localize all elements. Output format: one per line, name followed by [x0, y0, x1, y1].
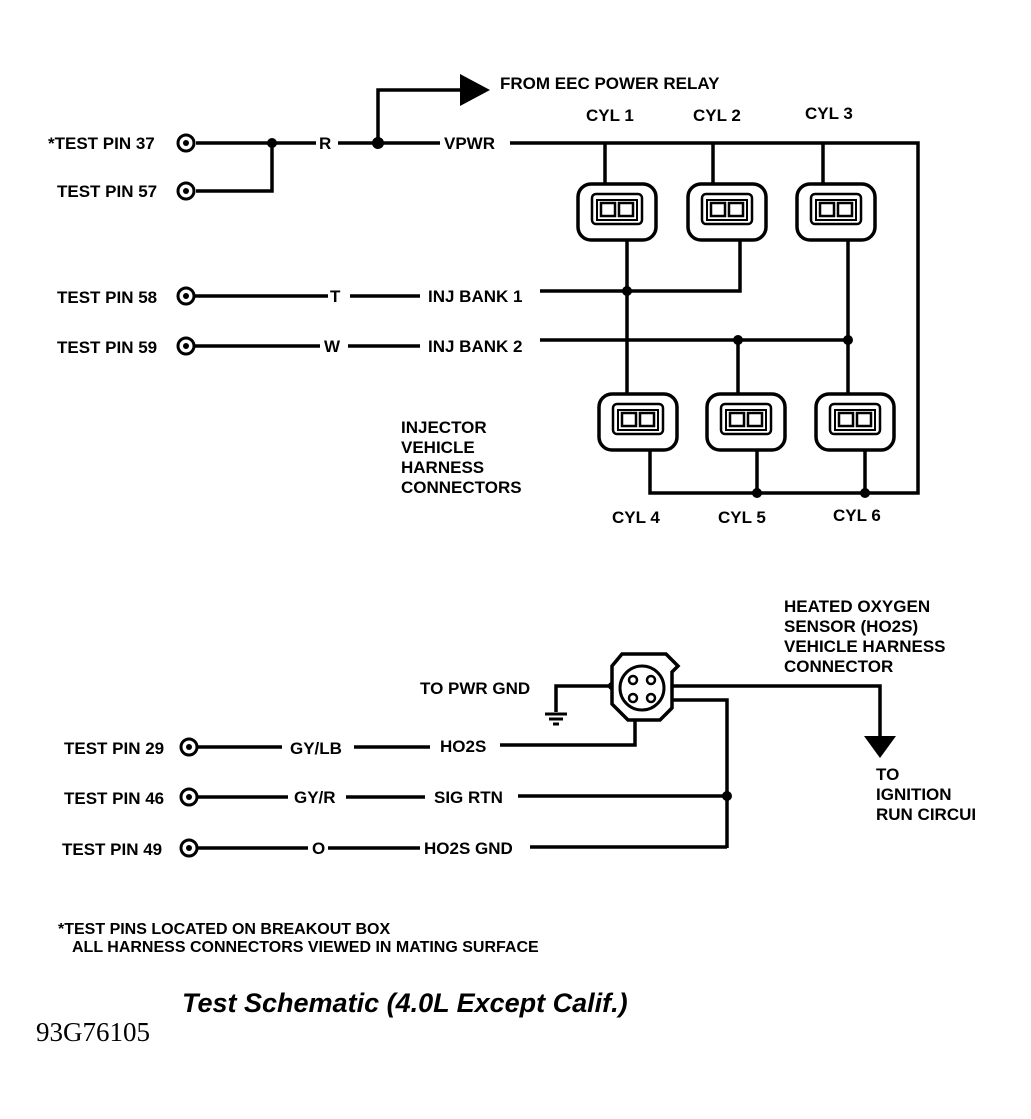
note-line2: ALL HARNESS CONNECTORS VIEWED IN MATING …: [72, 939, 539, 956]
injector-label-line2: VEHICLE: [401, 438, 475, 457]
sensor-label-line3: VEHICLE HARNESS: [784, 637, 946, 656]
cyl-5-label: CYL 5: [718, 508, 766, 527]
wire-r-label: R: [319, 134, 331, 153]
diagram-title: Test Schematic (4.0L Except Calif.): [182, 988, 628, 1018]
wire-w-label: W: [324, 337, 341, 356]
test-pin-terminal: [179, 737, 199, 858]
relay-label: FROM EEC POWER RELAY: [500, 74, 720, 93]
test-pin-59-label: TEST PIN 59: [57, 338, 157, 357]
sensor-label-line1: HEATED OXYGEN: [784, 597, 930, 616]
injector-label-line4: CONNECTORS: [401, 478, 522, 497]
cyl-2-label: CYL 2: [693, 106, 741, 125]
injector-connector-cyl6: [814, 392, 896, 452]
injector-connector-cyl3: [795, 182, 877, 242]
injector-connector-cyl4: [597, 392, 679, 452]
ignition-label-line1: TO: [876, 765, 899, 784]
ignition-label-line3: RUN CIRCUI: [876, 805, 976, 824]
ho2s-signal-label: HO2S: [440, 737, 486, 756]
wire-gylb-label: GY/LB: [290, 739, 342, 758]
sensor-label-line4: CONNECTOR: [784, 657, 893, 676]
test-pin-37-label: *TEST PIN 37: [48, 134, 155, 153]
ho2s-circuit: [196, 682, 896, 850]
injector-label-line3: HARNESS: [401, 458, 484, 477]
wire-t-label: T: [330, 287, 341, 306]
wire-gyr-label: GY/R: [294, 788, 336, 807]
ho2s-connector: [610, 652, 681, 722]
cyl-3-label: CYL 3: [805, 104, 853, 123]
sensor-label-line2: SENSOR (HO2S): [784, 617, 918, 636]
injector-label-line1: INJECTOR: [401, 418, 487, 437]
injector-connector-cyl2: [686, 182, 768, 242]
wire-vpwr-label: VPWR: [444, 134, 495, 153]
cyl-4-label: CYL 4: [612, 508, 660, 527]
injector-circuit: [194, 74, 920, 498]
note-line1: *TEST PINS LOCATED ON BREAKOUT BOX: [58, 921, 390, 938]
test-pin-57-label: TEST PIN 57: [57, 182, 157, 201]
test-pin-46-label: TEST PIN 46: [64, 789, 164, 808]
test-pin-49-label: TEST PIN 49: [62, 840, 162, 859]
cyl-6-label: CYL 6: [833, 506, 881, 525]
injector-connector-cyl1: [576, 182, 658, 242]
cyl-1-label: CYL 1: [586, 106, 634, 125]
inj-bank-1-label: INJ BANK 1: [428, 287, 522, 306]
sig-rtn-label: SIG RTN: [434, 788, 503, 807]
figure-code: 93G76105: [36, 1017, 150, 1047]
test-pin-terminal: [176, 133, 196, 356]
wire-o-label: O: [312, 839, 325, 858]
pwr-gnd-label: TO PWR GND: [420, 679, 530, 698]
ho2s-gnd-label: HO2S GND: [424, 839, 513, 858]
ignition-label-line2: IGNITION: [876, 785, 952, 804]
test-pin-58-label: TEST PIN 58: [57, 288, 157, 307]
test-pin-29-label: TEST PIN 29: [64, 739, 164, 758]
injector-connector-cyl5: [705, 392, 787, 452]
inj-bank-2-label: INJ BANK 2: [428, 337, 522, 356]
